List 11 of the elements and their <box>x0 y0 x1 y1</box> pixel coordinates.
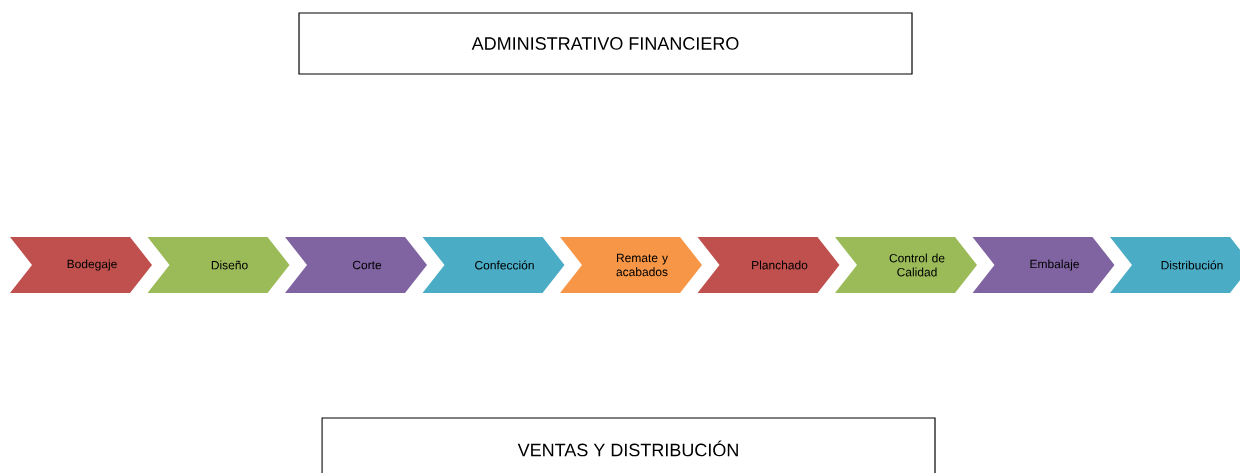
process-step: Distribución <box>1110 237 1240 293</box>
process-step: Planchado <box>697 237 840 293</box>
process-step: Remate y acabados <box>560 237 702 293</box>
process-step: Confección <box>422 237 565 293</box>
department-box: VENTAS Y DISTRIBUCIÓN <box>321 417 936 473</box>
process-step: Corte <box>285 237 427 293</box>
process-step: Embalaje <box>972 237 1115 293</box>
process-step: Bodegaje <box>10 237 152 293</box>
department-box: ADMINISTRATIVO FINANCIERO <box>298 12 913 75</box>
process-step: Control de Calidad <box>835 237 977 293</box>
process-step: Diseño <box>147 237 290 293</box>
